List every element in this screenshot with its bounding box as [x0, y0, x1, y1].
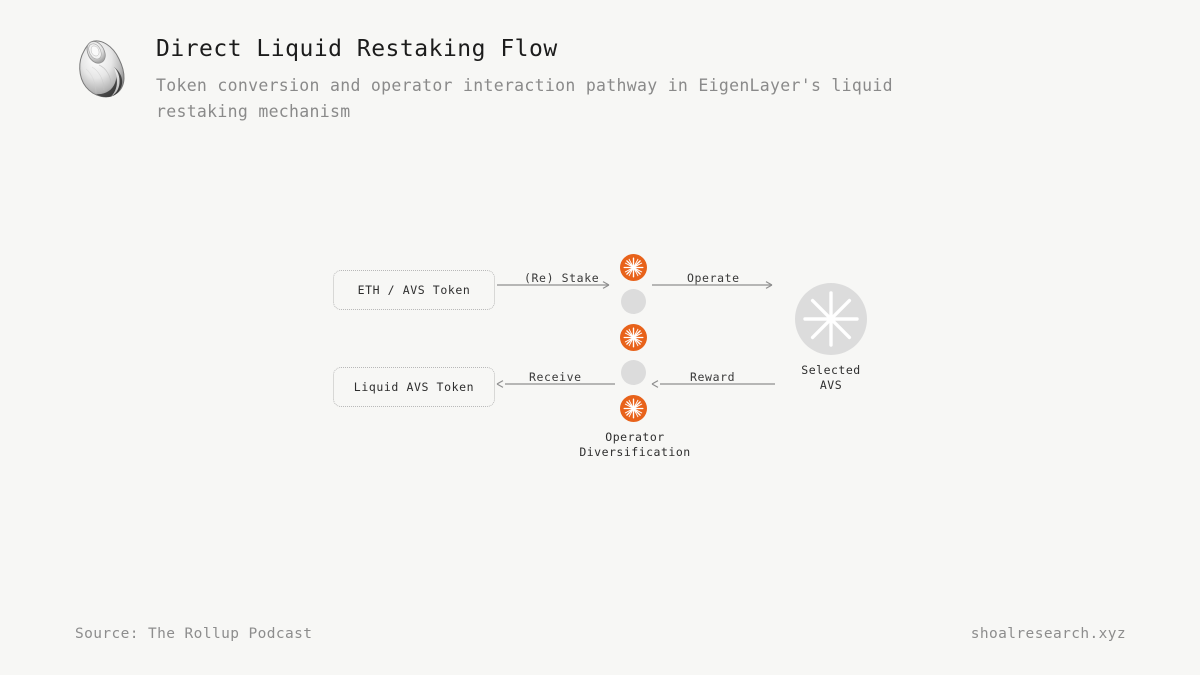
- operator-node-4[interactable]: [621, 360, 646, 385]
- operator-node-3[interactable]: [620, 324, 647, 351]
- operator-caption-line-1: Operator: [605, 430, 665, 444]
- starburst-icon: [620, 395, 647, 422]
- arrow-receive: [496, 380, 615, 388]
- arrow-operate: [652, 281, 773, 289]
- arrow-label-reward: Reward: [690, 370, 736, 384]
- page-title: Direct Liquid Restaking Flow: [156, 36, 558, 62]
- shell-logo-icon: [68, 33, 140, 105]
- arrow-restake: [497, 281, 610, 289]
- operator-node-1[interactable]: [620, 254, 647, 281]
- arrow-label-operate: Operate: [687, 271, 740, 285]
- plain-circle-icon: [621, 289, 646, 314]
- selected-avs-caption: Selected AVS: [761, 363, 901, 393]
- starburst-icon: [620, 254, 647, 281]
- operator-caption-line-2: Diversification: [579, 445, 691, 460]
- starburst-icon: [795, 283, 867, 355]
- page-header: Direct Liquid Restaking Flow Token conve…: [68, 30, 926, 125]
- operator-node-5[interactable]: [620, 395, 647, 422]
- operator-diversification-caption: Operator Diversification: [545, 430, 725, 460]
- node-liquid-avs-token[interactable]: Liquid AVS Token: [333, 367, 495, 407]
- footer-source: Source: The Rollup Podcast: [75, 626, 313, 642]
- node-eth-avs-token-label: ETH / AVS Token: [357, 283, 471, 297]
- plain-circle-icon: [621, 360, 646, 385]
- arrow-label-restake: (Re) Stake: [524, 271, 600, 285]
- starburst-icon: [620, 324, 647, 351]
- header-text-block: Direct Liquid Restaking Flow Token conve…: [156, 30, 926, 125]
- arrow-reward: [651, 380, 775, 388]
- page-subtitle: Token conversion and operator interactio…: [156, 75, 893, 121]
- node-liquid-avs-token-label: Liquid AVS Token: [353, 380, 475, 394]
- node-eth-avs-token[interactable]: ETH / AVS Token: [333, 270, 495, 310]
- avs-caption-line-2: AVS: [819, 378, 843, 393]
- arrow-label-receive: Receive: [529, 370, 582, 384]
- avs-caption-line-1: Selected: [801, 363, 861, 377]
- footer-site: shoalresearch.xyz: [970, 626, 1126, 642]
- operator-node-2[interactable]: [621, 289, 646, 314]
- node-selected-avs[interactable]: [795, 283, 867, 355]
